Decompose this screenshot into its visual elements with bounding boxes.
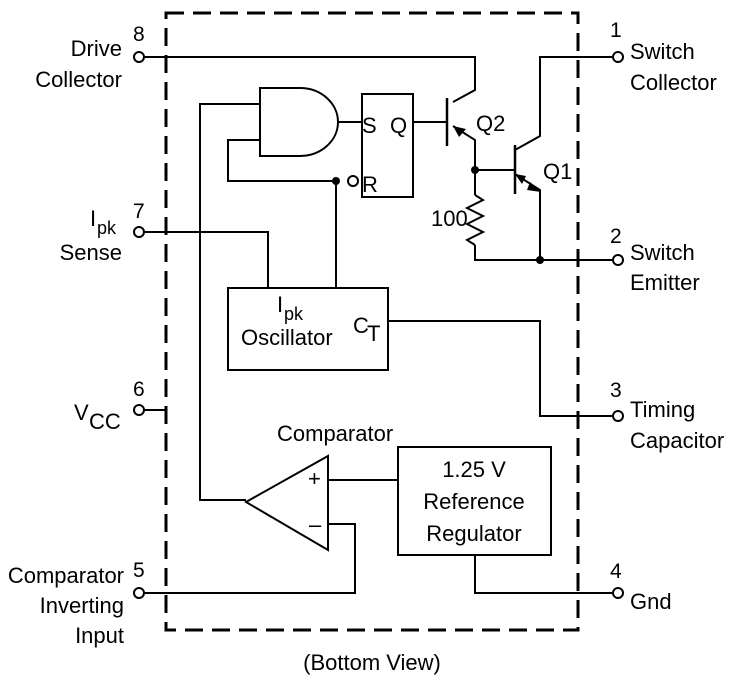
r-inversion-bubble <box>347 175 359 187</box>
regulator-label: Regulator <box>426 521 521 546</box>
wire-timing-capacitor <box>388 320 612 417</box>
wire-switch-collector <box>514 56 612 151</box>
wire-and-input-loop <box>227 139 336 182</box>
wire-ipk-sense <box>145 231 269 288</box>
comparator-symbol <box>243 454 329 552</box>
q2-transistor <box>445 98 466 146</box>
wire-resistor-emitter <box>474 245 612 261</box>
pin-8-number: 8 <box>133 23 145 46</box>
comparator-plus: + <box>308 466 321 491</box>
reference-regulator-block <box>397 446 552 556</box>
ipk-oscillator-block <box>227 287 389 371</box>
latch-r-label: R <box>362 172 378 197</box>
pin-3-number: 3 <box>610 379 622 402</box>
oscillator-ct-main: C <box>353 313 369 338</box>
wire-gnd <box>474 555 612 594</box>
pin-7-number: 7 <box>133 200 145 223</box>
pin-5-label-line2: Inverting <box>40 593 124 618</box>
pin-2-label-line2: Emitter <box>630 270 700 295</box>
pin-3-label-line1: Timing <box>630 397 695 422</box>
pin-4-number: 4 <box>610 560 622 583</box>
wire-inverting-input <box>145 523 356 594</box>
latch-s-label: S <box>362 113 377 138</box>
and-gate <box>259 87 339 157</box>
pin-8-terminal <box>133 51 145 63</box>
pin-7-label-sub: pk <box>97 218 117 238</box>
wire-comparator-out <box>199 103 260 501</box>
oscillator-label: Oscillator <box>241 325 333 350</box>
latch-q-label: Q <box>390 113 407 138</box>
pin-1-number: 1 <box>610 19 622 42</box>
pin-2-terminal <box>612 254 624 266</box>
junction-dot-emitter <box>536 256 544 264</box>
pin-3-terminal <box>612 410 624 422</box>
pin-4-label: Gnd <box>630 589 672 614</box>
pin-6-terminal <box>133 404 145 416</box>
oscillator-ct-sub: T <box>367 321 380 346</box>
pin-2-label-line1: Switch <box>630 240 695 265</box>
pin-2-number: 2 <box>610 225 622 248</box>
bottom-view-caption: (Bottom View) <box>303 650 441 675</box>
sr-latch <box>361 93 414 198</box>
pin-7-label-line2: Sense <box>60 240 122 265</box>
wire-drive-collector <box>145 56 476 103</box>
pin-5-number: 5 <box>133 559 145 582</box>
junction-dot-q1-base <box>471 166 479 174</box>
wire-q2-emitter <box>452 125 476 170</box>
resistor-value: 100 <box>431 206 468 231</box>
pin-6-label-main: V <box>74 400 89 425</box>
pin-terminals <box>133 51 624 599</box>
wiring <box>145 56 612 594</box>
pin-6-number: 6 <box>133 378 145 401</box>
oscillator-ipk-sub: pk <box>284 304 304 324</box>
pin-1-label-line2: Collector <box>630 70 717 95</box>
pin-5-label-line3: Input <box>75 623 124 648</box>
pin-4-terminal <box>612 587 624 599</box>
comparator-title: Comparator <box>277 421 393 446</box>
q1-label: Q1 <box>543 159 572 184</box>
junction-dot-r <box>332 177 340 185</box>
oscillator-ipk-main: I <box>277 292 283 317</box>
pin-7-label-main: I <box>90 206 96 231</box>
q1-transistor <box>513 145 541 194</box>
pin-7-terminal <box>133 226 145 238</box>
pin-5-terminal <box>133 587 145 599</box>
pin-1-label-line1: Switch <box>630 39 695 64</box>
resistor-100 <box>464 194 486 246</box>
wire-q1-emitter <box>514 173 541 260</box>
pin-8-label-line2: Collector <box>35 67 122 92</box>
pin-5-label-line1: Comparator <box>8 563 124 588</box>
pin-6-label-sub: CC <box>89 409 121 434</box>
reference-voltage: 1.25 V <box>442 457 506 482</box>
pin-1-terminal <box>612 51 624 63</box>
pin-8-label-line1: Drive <box>71 36 122 61</box>
q2-label: Q2 <box>476 111 505 136</box>
reference-label: Reference <box>423 489 525 514</box>
comparator-minus: – <box>309 512 322 537</box>
pin-3-label-line2: Capacitor <box>630 428 724 453</box>
package-outline <box>164 11 580 632</box>
